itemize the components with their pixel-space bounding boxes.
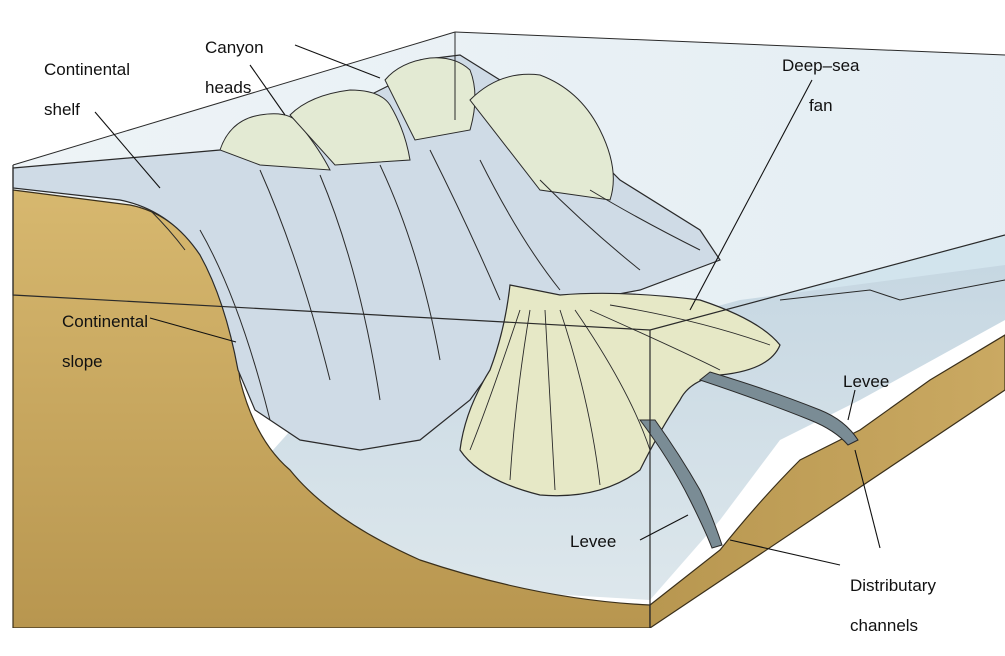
label-distributary-channels: Distributary channels bbox=[850, 556, 936, 656]
label-continental-slope: Continental slope bbox=[62, 292, 148, 392]
label-deep-sea-fan: Deep–sea fan bbox=[782, 36, 860, 136]
label-canyon-heads: Canyon heads bbox=[205, 18, 264, 118]
label-levee-left: Levee bbox=[570, 532, 616, 552]
label-continental-shelf: Continental shelf bbox=[44, 40, 130, 140]
label-levee-right: Levee bbox=[843, 372, 889, 392]
